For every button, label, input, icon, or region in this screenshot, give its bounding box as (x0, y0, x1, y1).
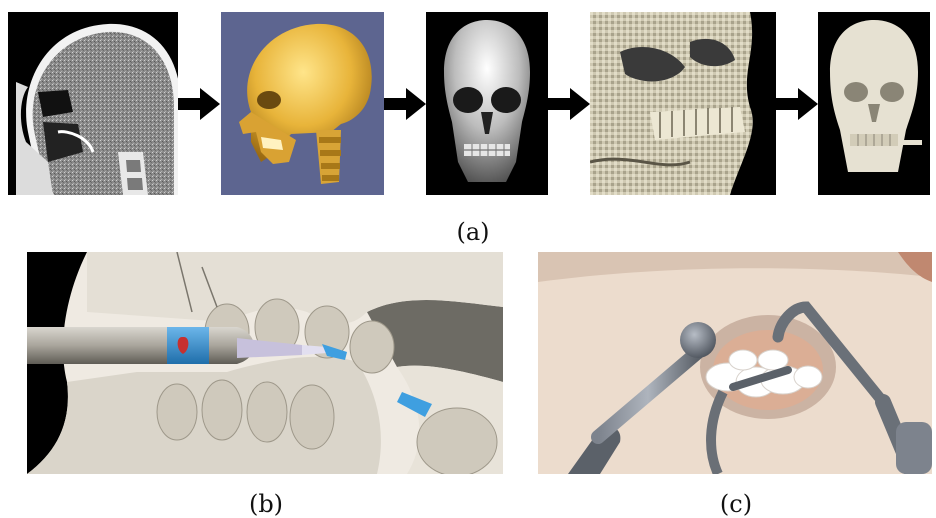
caption-a: (a) (448, 218, 498, 246)
caption-c: (c) (711, 490, 761, 518)
drill-on-skull-image (27, 252, 503, 474)
voxelized-skull-closeup-image (590, 12, 776, 195)
arrow-right-icon (776, 88, 818, 120)
arrow-right-icon (548, 88, 590, 120)
segmented-skull-render-image (221, 12, 384, 195)
voxel-skull-render-image (818, 12, 930, 195)
surface-mesh-skull-image (426, 12, 548, 195)
arrow-right-icon (178, 88, 220, 120)
ct-sagittal-slice-image (8, 12, 178, 195)
arrow-right-icon (384, 88, 426, 120)
caption-b: (b) (241, 490, 291, 518)
instruments-on-tissue-image (538, 252, 932, 474)
